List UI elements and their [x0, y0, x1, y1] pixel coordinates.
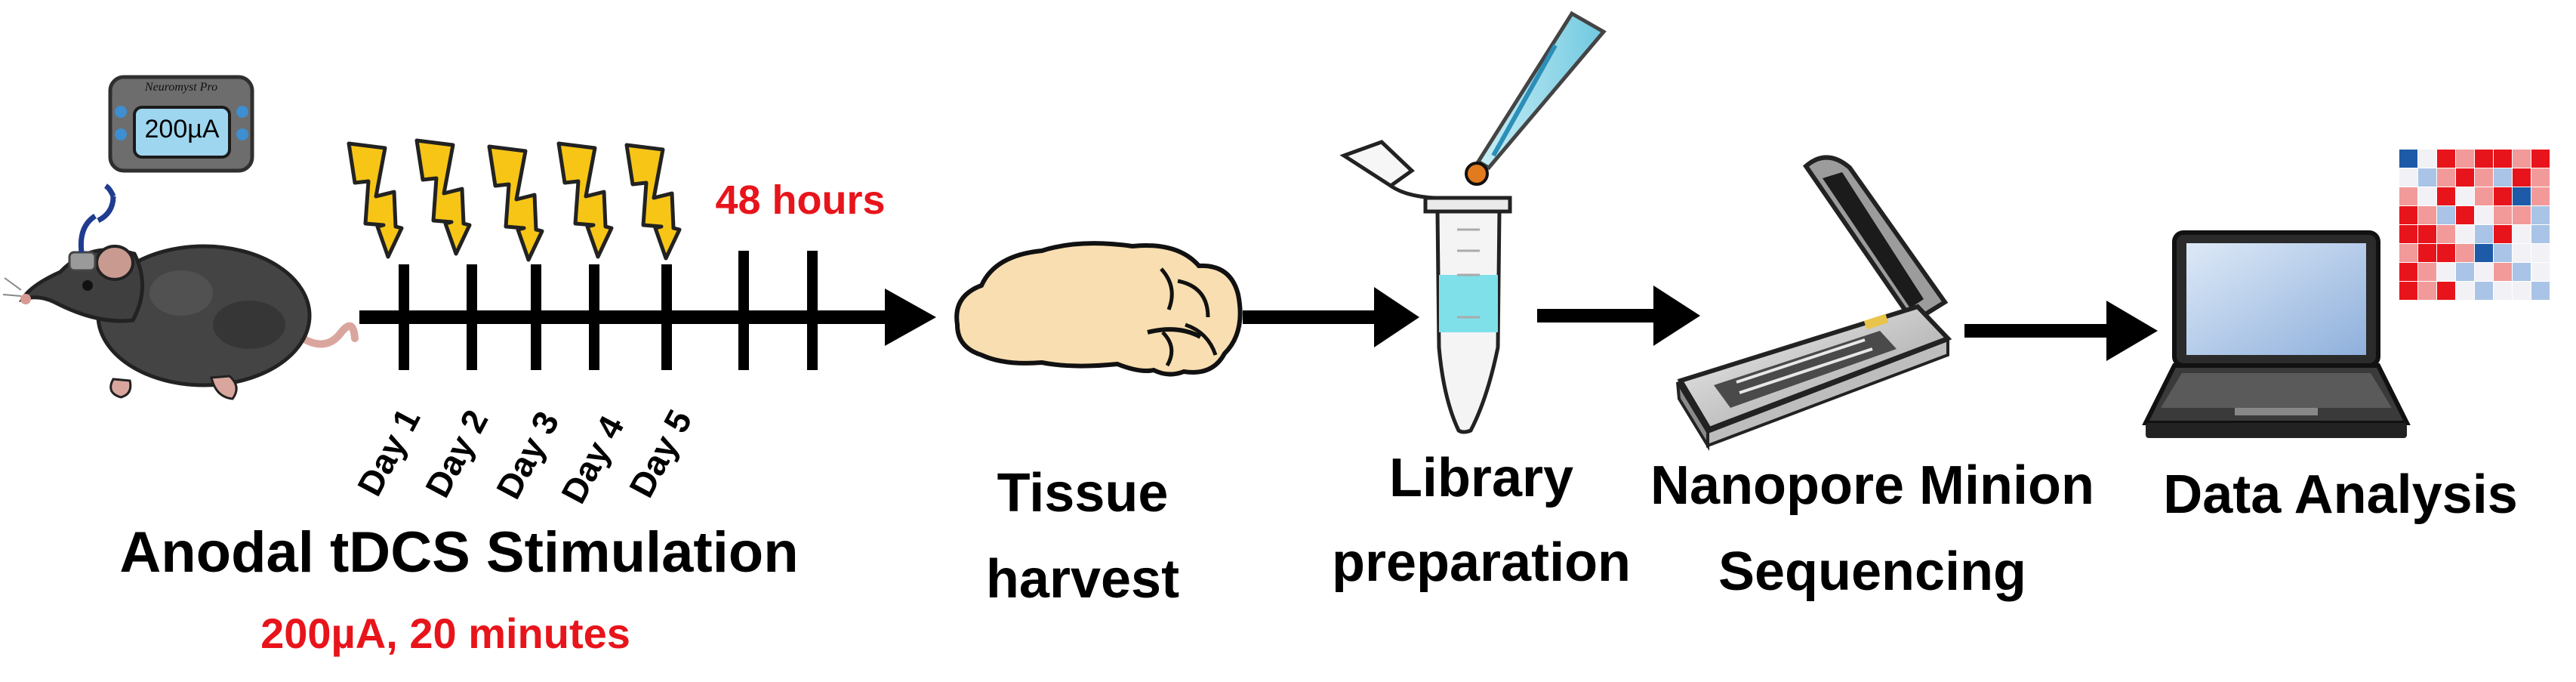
heatmap-cell [2418, 244, 2436, 262]
heatmap-cell [2437, 282, 2455, 300]
heatmap-cell [2513, 225, 2531, 243]
heatmap-cell [2456, 263, 2474, 281]
heatmap-cell [2418, 168, 2436, 187]
heatmap-icon [2399, 150, 2550, 300]
stimulation-bolts [347, 138, 682, 262]
heatmap-cell [2437, 263, 2455, 281]
device-brand-label: Neuromyst Pro [144, 81, 218, 94]
library-step-label: preparation [1331, 532, 1632, 593]
heatmap-cell [2475, 206, 2493, 224]
heatmap-cell [2513, 150, 2531, 168]
lightning-icon [414, 138, 472, 256]
heatmap-cell [2513, 187, 2531, 205]
brain-icon [954, 241, 1243, 377]
analysis-step-label: Data Analysis [2163, 464, 2518, 525]
heatmap-cell [2437, 206, 2455, 224]
heatmap-cell [2399, 282, 2417, 300]
device-reading: 200µA [144, 115, 220, 143]
heatmap-cell [2456, 244, 2474, 262]
sequencer-icon [1676, 155, 1952, 452]
heatmap-cell [2494, 150, 2512, 168]
heatmap-cell [2513, 244, 2531, 262]
heatmap-cell [2513, 263, 2531, 281]
heatmap-cell [2437, 150, 2455, 168]
heatmap-cell [2531, 187, 2550, 205]
heatmap-cell [2418, 282, 2436, 300]
heatmap-cell [2399, 206, 2417, 224]
heatmap-cell [2399, 168, 2417, 187]
tdcs-device-icon [108, 75, 254, 173]
heatmap-cell [2456, 187, 2474, 205]
heatmap-cell [2531, 150, 2550, 168]
heatmap-cell [2475, 225, 2493, 243]
lightning-icon [487, 144, 544, 262]
heatmap-cell [2456, 168, 2474, 187]
library-step-label: Library [1388, 448, 1574, 508]
heatmap-cell [2475, 263, 2493, 281]
heatmap-cell [2494, 282, 2512, 300]
stimulation-title: Anodal tDCS Stimulation [119, 520, 799, 585]
heatmap-cell [2418, 263, 2436, 281]
wait-period-label: 48 hours [715, 177, 886, 223]
heatmap-cell [2494, 244, 2512, 262]
heatmap-cell [2475, 150, 2493, 168]
heatmap-cell [2531, 168, 2550, 187]
arrow-icon [1243, 287, 1419, 347]
heatmap-cell [2475, 282, 2493, 300]
heatmap-cell [2494, 168, 2512, 187]
arrow-icon [1537, 285, 1700, 346]
pipette-icon [1465, 11, 1607, 186]
lightning-icon [347, 141, 404, 259]
lightning-icon [556, 141, 614, 259]
heatmap-cell [2513, 282, 2531, 300]
heatmap-cell [2531, 225, 2550, 243]
heatmap-cell [2456, 282, 2474, 300]
heatmap-cell [2531, 244, 2550, 262]
heatmap-cell [2418, 187, 2436, 205]
arrow-icon [1964, 301, 2158, 361]
heatmap-cell [2531, 263, 2550, 281]
heatmap-cell [2418, 150, 2436, 168]
sequencing-step-label: Nanopore Minion [1650, 455, 2094, 516]
heatmap-cell [2456, 225, 2474, 243]
heatmap-cell [2418, 206, 2436, 224]
tissue-step-label: Tissue [997, 463, 1169, 523]
heatmap-cell [2494, 225, 2512, 243]
heatmap-cell [2399, 263, 2417, 281]
lightning-icon [624, 143, 682, 261]
heatmap-cell [2437, 187, 2455, 205]
heatmap-cell [2494, 263, 2512, 281]
stimulation-subtitle: 200µA, 20 minutes [260, 609, 630, 657]
tissue-step-label: harvest [985, 549, 1180, 609]
heatmap-cell [2456, 150, 2474, 168]
heatmap-cell [2437, 225, 2455, 243]
heatmap-cell [2475, 187, 2493, 205]
heatmap-cell [2475, 168, 2493, 187]
mouse-icon [2, 184, 359, 400]
heatmap-cell [2437, 244, 2455, 262]
heatmap-cell [2494, 206, 2512, 224]
heatmap-cell [2513, 206, 2531, 224]
heatmap-cell [2513, 168, 2531, 187]
stimulation-timeline [359, 251, 936, 370]
heatmap-cell [2399, 187, 2417, 205]
heatmap-cell [2399, 150, 2417, 168]
heatmap-cell [2475, 244, 2493, 262]
heatmap-cell [2399, 225, 2417, 243]
heatmap-cell [2494, 187, 2512, 205]
tube-icon [1339, 140, 1512, 434]
heatmap-cell [2456, 206, 2474, 224]
heatmap-cell [2399, 244, 2417, 262]
heatmap-cell [2531, 282, 2550, 300]
laptop-icon [2142, 230, 2411, 438]
heatmap-cell [2531, 206, 2550, 224]
day-ticks [399, 251, 818, 370]
heatmap-cell [2437, 168, 2455, 187]
sequencing-step-label: Sequencing [1718, 542, 2027, 602]
heatmap-cell [2418, 225, 2436, 243]
